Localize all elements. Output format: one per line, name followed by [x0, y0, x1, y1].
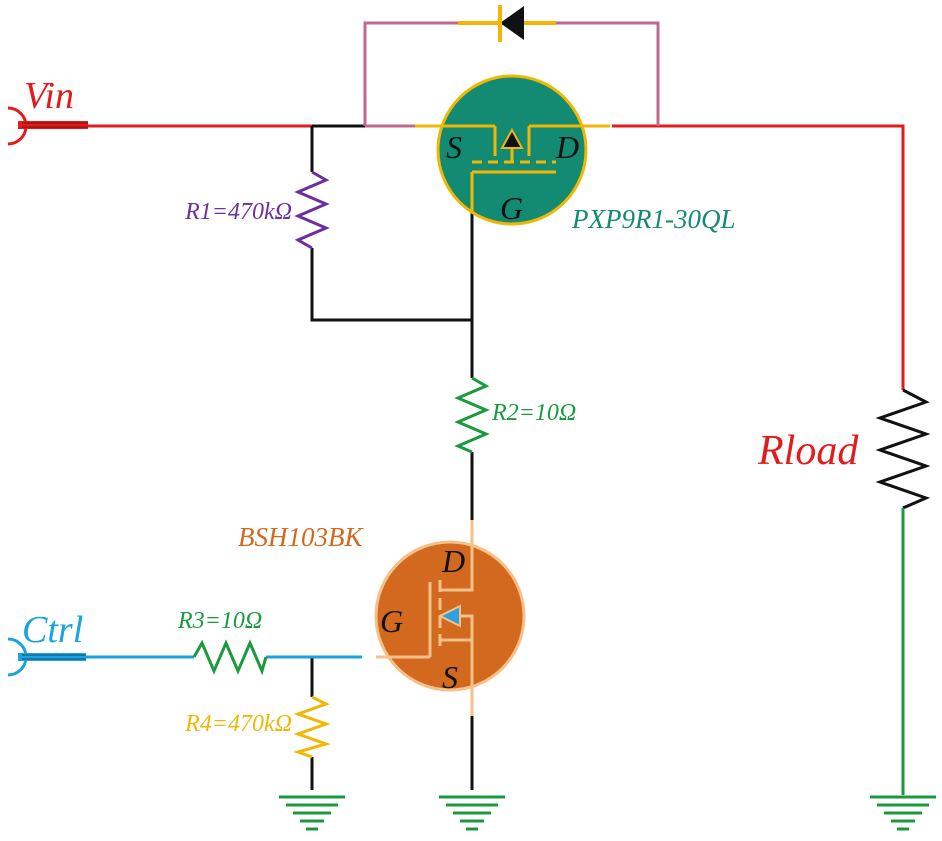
r4-resistor [293, 695, 331, 759]
r1-resistor [294, 170, 330, 250]
r3-label: R3=10Ω [177, 608, 262, 634]
gate-bias-wire [310, 124, 474, 790]
nmos-part-label: BSH103BK [238, 522, 364, 552]
nmos-transistor [374, 520, 526, 716]
nmos-source-label: S [442, 659, 458, 695]
nmos-gate-label: G [380, 603, 403, 639]
ctrl-connector [7, 637, 86, 677]
pmos-drain-label: D [555, 129, 579, 165]
rload-label: Rload [757, 428, 859, 474]
pmos-transistor [415, 74, 610, 226]
body-diode-wire [363, 21, 660, 128]
pmos-source-label: S [446, 129, 462, 165]
ctrl-label: Ctrl [22, 609, 83, 651]
pmos-part-label: PXP9R1-30QL [571, 204, 735, 234]
r2-label: R2=10Ω [491, 400, 576, 426]
ground-symbol-nmos [439, 795, 505, 831]
ground-symbol-r4 [279, 795, 345, 831]
vin-wire [88, 124, 905, 390]
r3-resistor [192, 639, 268, 676]
body-diode [458, 5, 556, 42]
r2-resistor [454, 376, 490, 454]
pmos-gate-label: G [500, 190, 523, 226]
rload-resistor [875, 388, 931, 510]
vin-label: Vin [24, 75, 74, 117]
ground-symbol-load [870, 795, 936, 831]
vin-connector [7, 106, 88, 146]
r1-label: R1=470kΩ [184, 199, 292, 225]
r4-label: R4=470kΩ [184, 711, 292, 737]
nmos-drain-label: D [441, 543, 465, 579]
